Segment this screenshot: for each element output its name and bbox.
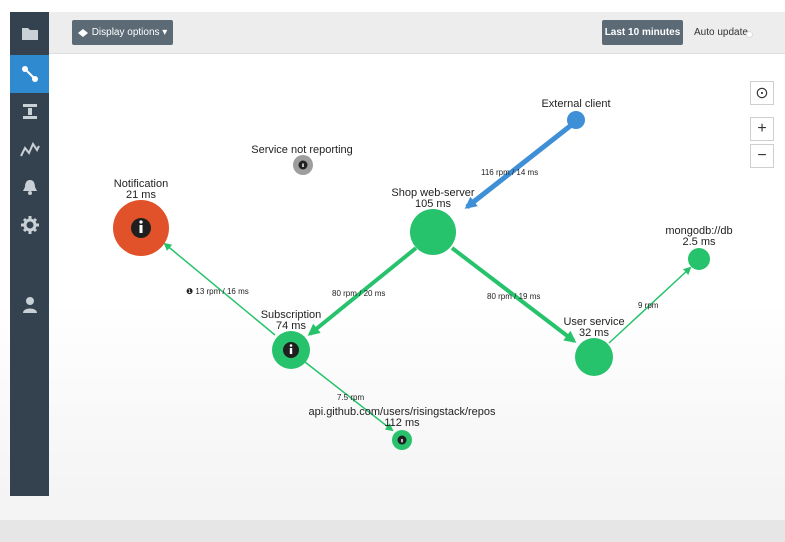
time-range-button[interactable]: Last 10 minutes [602, 20, 683, 45]
auto-update-label: Auto update [694, 27, 748, 38]
node-label-notification: Notification [114, 178, 168, 190]
node-latency-shop-web-server: 105 ms [415, 198, 452, 210]
info-icon-glyph [401, 439, 403, 443]
info-icon-glyph [139, 225, 143, 233]
display-options-button[interactable]: Display options ▾ [72, 20, 173, 45]
sidebar-item-account[interactable] [10, 286, 49, 324]
bottom-band [0, 520, 785, 542]
node-label-subscription: Subscription [261, 309, 322, 321]
gear-icon [20, 216, 39, 234]
node-latency-mongodb: 2.5 ms [682, 236, 716, 248]
sidebar-item-metrics[interactable] [10, 130, 49, 168]
node-label-user-service: User service [563, 316, 624, 328]
auto-update-toggle[interactable] [746, 31, 753, 38]
metrics-icon [19, 141, 40, 157]
node-latency-github-api: 112 ms [384, 417, 420, 429]
eye-icon [77, 28, 88, 37]
sidebar [10, 12, 49, 496]
reset-view-button[interactable]: ⊙ [750, 81, 774, 105]
edge-label-shop-to-user: 80 rpm / 19 ms [487, 292, 540, 301]
app-window [0, 0, 785, 520]
edge-label-subscription-to-github: 7.5 rpm [337, 393, 364, 402]
zoom-out-button[interactable]: − [750, 144, 774, 168]
sidebar-item-alerts[interactable] [10, 168, 49, 206]
topology-icon [21, 66, 38, 82]
edge-subscription-to-notification[interactable] [163, 242, 276, 336]
node-latency-subscription: 74 ms [276, 320, 306, 332]
toolbar: Display options ▾ Last 10 minutes Auto u… [49, 12, 785, 54]
edge-subscription-to-github[interactable] [304, 361, 394, 432]
node-shop-web-server[interactable] [410, 209, 456, 255]
zoom-in-button[interactable]: + [750, 117, 774, 141]
server-icon [22, 104, 37, 119]
sidebar-item-topology[interactable] [10, 55, 49, 93]
edge-shop-to-subscription[interactable] [307, 246, 418, 336]
node-latency-notification: 21 ms [126, 189, 156, 201]
info-icon-dot [289, 344, 293, 347]
node-mongodb[interactable] [688, 248, 710, 270]
folder-icon [21, 28, 38, 40]
alert-bell-icon [22, 180, 37, 195]
edge-label-external-to-shop: 116 rpm / 14 ms [481, 168, 538, 177]
edge-shop-to-user-service[interactable] [450, 246, 577, 343]
node-label-service-not-reporting: Service not reporting [251, 144, 353, 156]
edge-label-subscription-to-notification: ❶ 13 rpm / 16 ms [186, 287, 249, 296]
node-latency-user-service: 32 ms [579, 327, 609, 339]
edge-user-to-mongodb[interactable] [608, 266, 692, 344]
sidebar-item-folder[interactable] [10, 14, 49, 52]
edge-label-shop-to-subscription: 80 rpm / 20 ms [332, 289, 385, 298]
info-icon-dot [139, 220, 143, 224]
user-icon [22, 297, 37, 313]
node-external-client[interactable] [567, 111, 585, 129]
node-user-service[interactable] [575, 338, 613, 376]
sidebar-item-settings[interactable] [10, 206, 49, 244]
node-label-mongodb: mongodb://db [665, 225, 732, 237]
node-label-shop-web-server: Shop web-server [391, 187, 474, 199]
edge-external-to-shop[interactable] [464, 121, 576, 209]
edge-label-user-to-mongodb: 9 rpm [638, 301, 659, 310]
node-label-external-client: External client [541, 98, 610, 110]
display-options-label: Display options ▾ [91, 27, 168, 38]
sidebar-item-servers[interactable] [10, 92, 49, 130]
info-icon-glyph [302, 163, 304, 167]
node-label-github-api: api.github.com/users/risingstack/repos [308, 406, 496, 418]
info-icon-glyph [289, 348, 293, 354]
